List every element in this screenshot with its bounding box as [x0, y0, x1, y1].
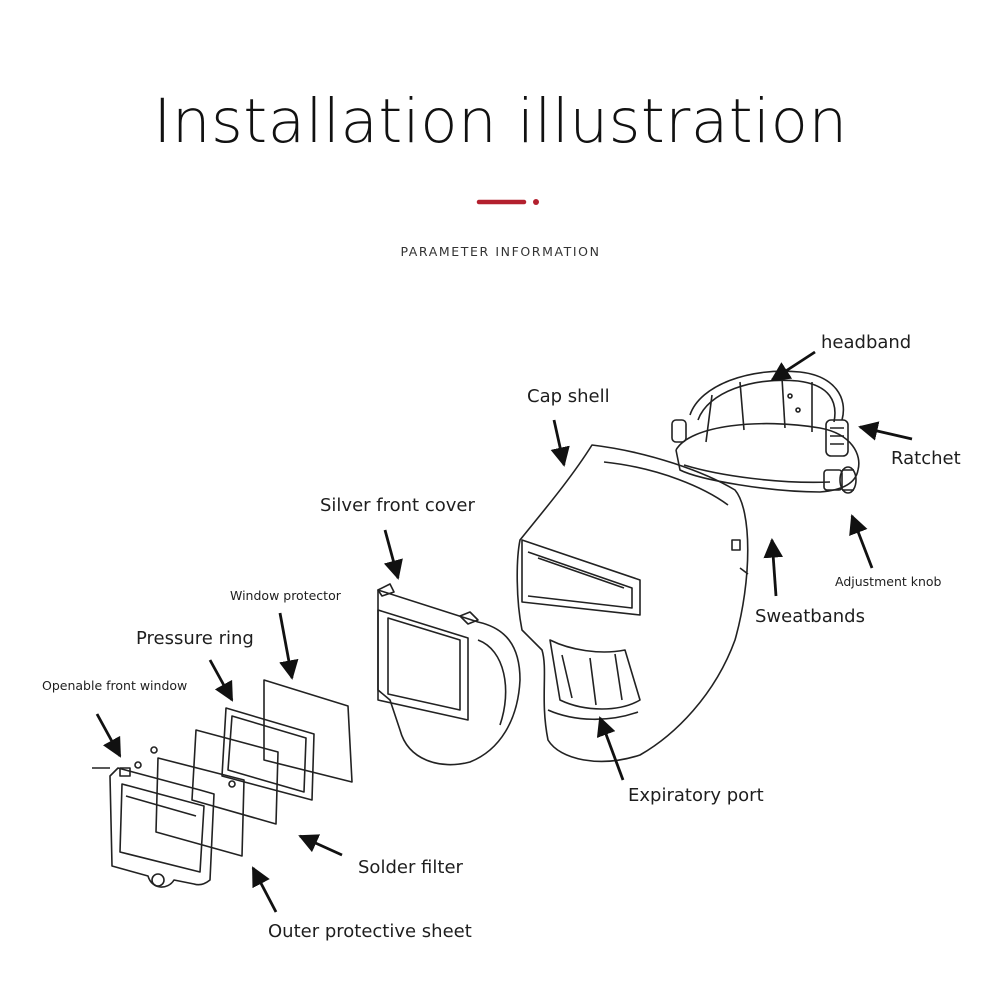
arrow-expiratory-port — [596, 716, 625, 781]
label-solder-filter: Solder filter — [358, 857, 463, 878]
arrow-window-protector — [278, 612, 299, 680]
accent-divider — [476, 199, 539, 205]
cap-shell-part — [516, 444, 749, 763]
ratchet-part — [671, 419, 849, 457]
headband-part — [675, 370, 860, 493]
callout-arrows — [95, 350, 913, 913]
arrow-solder-filter — [298, 834, 343, 857]
arrow-pressure-ring — [208, 659, 234, 702]
label-pressure-ring: Pressure ring — [136, 628, 254, 649]
arrow-adjustment-knob — [849, 514, 874, 569]
page-subtitle: PARAMETER INFORMATION — [400, 244, 601, 259]
adjustment-knob-part — [823, 466, 857, 494]
silver-front-cover-part — [377, 583, 521, 766]
label-sweatbands: Sweatbands — [755, 606, 865, 627]
label-openable-front-window: Openable front window — [42, 678, 188, 693]
solder-filter-part — [191, 729, 279, 825]
outer-protective-sheet-part — [155, 757, 245, 857]
label-outer-protective-sheet: Outer protective sheet — [268, 921, 472, 942]
arrow-cap-shell — [550, 419, 570, 467]
arrow-openable-front-window — [95, 713, 122, 758]
openable-front-window-part — [92, 746, 215, 888]
label-expiratory-port: Expiratory port — [628, 785, 764, 806]
window-protector-part — [263, 679, 353, 783]
arrow-sweatbands — [763, 538, 784, 597]
arrow-silver-front-cover — [383, 529, 403, 580]
page-title: Installation illustration — [153, 86, 848, 157]
arrow-outer-protective-sheet — [251, 866, 278, 913]
label-headband: headband — [821, 332, 912, 353]
pressure-ring-part — [221, 707, 315, 801]
label-ratchet: Ratchet — [891, 448, 961, 469]
arrow-headband — [770, 350, 816, 382]
label-cap-shell: Cap shell — [527, 386, 610, 407]
label-adjustment-knob: Adjustment knob — [835, 574, 942, 589]
label-window-protector: Window protector — [230, 588, 341, 603]
arrow-ratchet — [858, 421, 913, 441]
label-silver-front-cover: Silver front cover — [320, 495, 475, 516]
